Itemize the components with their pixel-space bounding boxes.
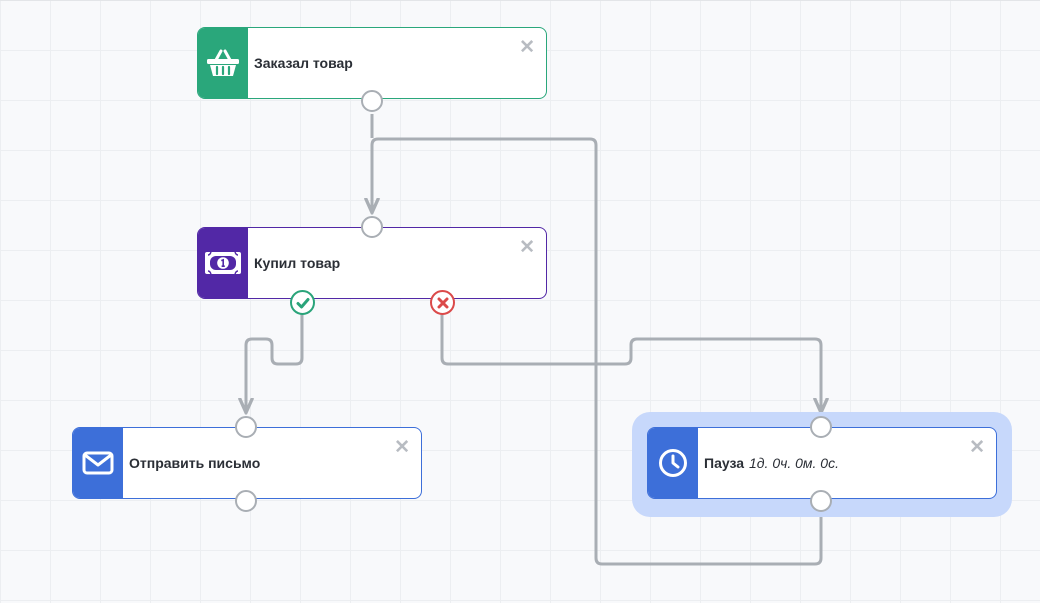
node-icon-box bbox=[198, 28, 248, 98]
node-title: Купил товар bbox=[254, 255, 341, 271]
node-icon-box bbox=[73, 428, 123, 498]
node-title-row: Пауза 1д. 0ч. 0м. 0с. bbox=[698, 428, 839, 498]
close-icon[interactable]: ✕ bbox=[394, 437, 410, 458]
wire-bought-yes-to-email[interactable] bbox=[246, 314, 304, 411]
close-icon[interactable]: ✕ bbox=[519, 37, 535, 58]
node-icon-box bbox=[648, 428, 698, 498]
wire-bought-no-to-pause[interactable] bbox=[440, 314, 821, 411]
cross-icon bbox=[437, 297, 448, 308]
input-port-send-email[interactable] bbox=[235, 416, 257, 438]
close-icon[interactable]: ✕ bbox=[969, 437, 985, 458]
node-title: Заказал товар bbox=[254, 55, 353, 71]
node-bought-product[interactable]: Купил товар ✕ bbox=[197, 227, 547, 299]
close-icon[interactable]: ✕ bbox=[519, 237, 535, 258]
input-port-pause[interactable] bbox=[810, 416, 832, 438]
check-icon bbox=[296, 297, 309, 308]
node-ordered-product[interactable]: Заказал товар ✕ bbox=[197, 27, 547, 99]
node-pause[interactable]: Пауза 1д. 0ч. 0м. 0с. ✕ bbox=[647, 427, 997, 499]
pause-duration: 1д. 0ч. 0м. 0с. bbox=[749, 455, 839, 471]
node-title: Отправить письмо bbox=[129, 455, 261, 471]
money-icon bbox=[205, 251, 241, 275]
basket-icon bbox=[207, 49, 239, 76]
input-port-bought[interactable] bbox=[361, 216, 383, 238]
node-icon-box bbox=[198, 228, 248, 298]
wire-pause-loop-to-bought[interactable] bbox=[372, 137, 823, 566]
output-port-yes[interactable] bbox=[290, 290, 315, 315]
output-port-ordered[interactable] bbox=[361, 90, 383, 112]
output-port-send-email[interactable] bbox=[235, 490, 257, 512]
output-port-no[interactable] bbox=[430, 290, 455, 315]
node-title: Пауза bbox=[704, 455, 745, 471]
output-port-pause[interactable] bbox=[810, 490, 832, 512]
canvas-top-border bbox=[0, 0, 1040, 1]
envelope-icon bbox=[82, 451, 114, 475]
clock-icon bbox=[659, 449, 687, 477]
